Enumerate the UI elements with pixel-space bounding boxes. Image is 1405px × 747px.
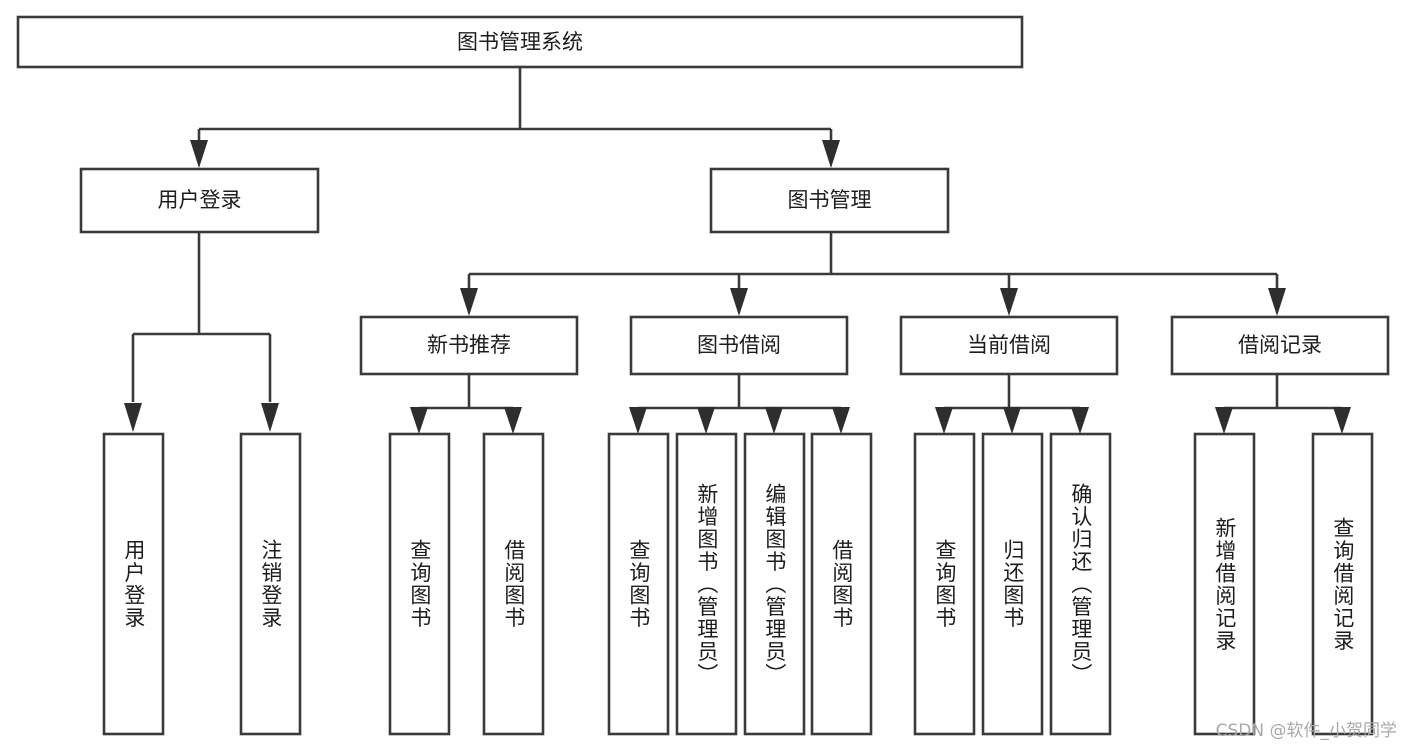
node-book-borrow-label: 图书借阅 (697, 333, 781, 357)
connector-group-bookmgmt-to-level3 (460, 232, 1286, 316)
arrow-head-leaf-logout (261, 403, 279, 432)
arrow-head-leaf-query-book-2 (629, 407, 647, 434)
node-book-management[interactable] (709, 167, 950, 234)
arrow-head-book-mgmt (822, 140, 840, 168)
arrow-head-leaf-query-record (1333, 407, 1351, 434)
leaf-box-add-book-admin[interactable] (675, 432, 738, 736)
leaf-box-user-login[interactable] (102, 432, 165, 736)
node-user-login[interactable] (79, 167, 320, 234)
watermark-text: CSDN @软件_小贺同学 (1215, 721, 1397, 741)
leaf-box-borrow-book-borrow[interactable] (810, 432, 873, 736)
connector-group-userlogin-to-leaves (124, 232, 279, 432)
node-current-borrow-label: 当前借阅 (967, 333, 1051, 357)
arrow-head-leaf-return-book (1003, 407, 1021, 434)
arrow-head-leaf-query-book-3 (935, 407, 953, 434)
node-current-borrow[interactable] (899, 315, 1119, 376)
connector-group-newbook-to-leaves (410, 374, 522, 434)
connector-group-bookborrow-to-leaves (629, 374, 850, 434)
node-book-borrow[interactable] (629, 315, 849, 376)
leaf-box-query-book-current[interactable] (913, 432, 976, 736)
arrow-head-leaf-add-book (697, 407, 715, 434)
leaf-box-query-borrow-record[interactable] (1311, 432, 1374, 736)
arrow-head-borrow-record (1268, 288, 1286, 316)
node-book-management-label: 图书管理 (788, 188, 872, 212)
arrow-head-leaf-user-login (124, 403, 142, 432)
leaf-box-query-book-recommend[interactable] (388, 432, 451, 736)
leaf-box-query-book-borrow[interactable] (607, 432, 670, 736)
node-new-book-recommend[interactable] (359, 315, 579, 376)
node-root-label: 图书管理系统 (457, 30, 583, 54)
arrow-head-current-borrow (1000, 288, 1018, 316)
node-root-book-management-system[interactable] (16, 15, 1024, 69)
arrow-head-user-login (190, 140, 208, 168)
connector-group-borrowrecord-to-leaves (1215, 374, 1351, 434)
arrow-head-new-book (460, 288, 478, 316)
leaf-box-edit-book-admin[interactable] (743, 432, 806, 736)
leaf-box-add-borrow-record[interactable] (1193, 432, 1256, 736)
connector-group-root-to-level2 (190, 67, 840, 168)
leaf-box-confirm-return-admin[interactable] (1049, 432, 1112, 736)
arrow-head-leaf-edit-book (765, 407, 783, 434)
node-new-book-recommend-label: 新书推荐 (427, 333, 511, 357)
leaf-box-borrow-book-recommend[interactable] (482, 432, 545, 736)
node-user-login-label: 用户登录 (158, 188, 242, 212)
arrow-head-leaf-add-record (1215, 407, 1233, 434)
connector-group-currentborrow-to-leaves (935, 374, 1089, 434)
node-borrow-record[interactable] (1170, 315, 1390, 376)
arrow-head-leaf-query-book-1 (410, 407, 428, 434)
node-borrow-record-label: 借阅记录 (1238, 333, 1322, 357)
arrow-head-book-borrow (730, 288, 748, 316)
leaf-box-logout[interactable] (239, 432, 302, 736)
arrow-head-leaf-borrow-book-2 (832, 407, 850, 434)
arrow-head-leaf-confirm-return (1071, 407, 1089, 434)
leaf-box-return-book[interactable] (981, 432, 1044, 736)
arrow-head-leaf-borrow-book-1 (504, 407, 522, 434)
